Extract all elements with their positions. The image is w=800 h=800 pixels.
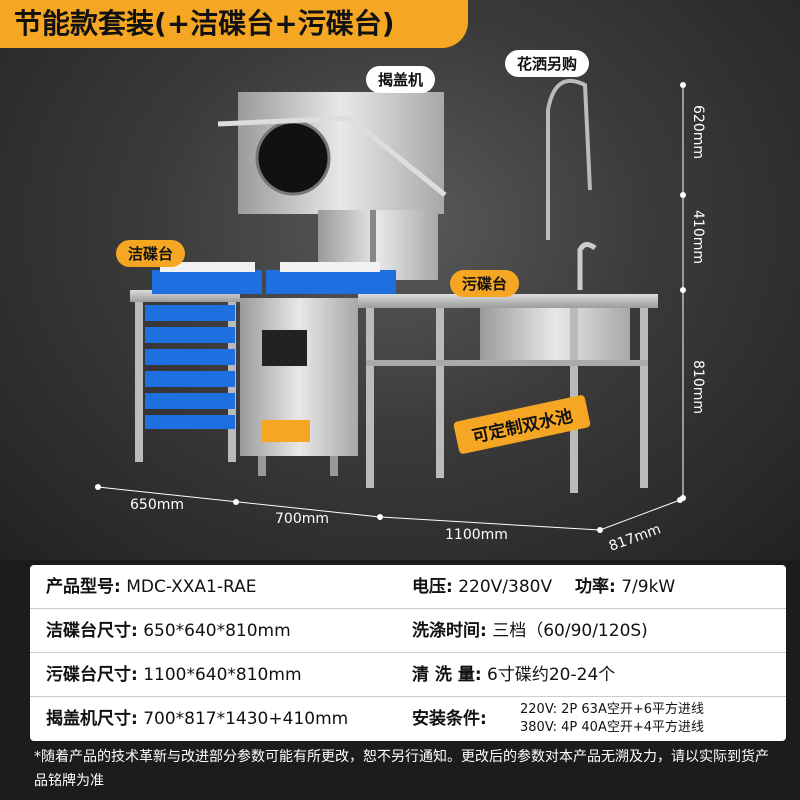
- power-label: 功率:: [575, 577, 616, 597]
- lid-size-label: 揭盖机尺寸:: [46, 709, 138, 729]
- clean-table-baskets: [145, 305, 235, 429]
- dim-height-top: 620mm: [690, 105, 706, 159]
- control-panel: [262, 330, 307, 366]
- footnote: *随着产品的技术革新与改进部分参数可能有所更改，恕不另行通知。更改后的参数对本产…: [34, 749, 769, 789]
- tag-shower: 花洒另购: [505, 50, 590, 77]
- dirty-table-top: [358, 294, 658, 308]
- dirty-size-label: 污碟台尺寸:: [46, 665, 138, 685]
- dim-height-bottom: 810mm: [690, 360, 706, 414]
- dim-width-dirty: 1100mm: [445, 527, 508, 543]
- model-value: MDC-XXA1-RAE: [126, 577, 257, 597]
- lid-handle: [217, 115, 447, 197]
- hood-window: [255, 120, 331, 196]
- dirty-size-value: 1100*640*810mm: [143, 665, 302, 685]
- spec-table: 产品型号: MDC-XXA1-RAE 电压: 220V/380V 功率: 7/9…: [30, 565, 786, 741]
- wash-time-value: 三档（60/90/120S): [492, 621, 648, 641]
- spec-row: 揭盖机尺寸: 700*817*1430+410mm 安装条件: 220V: 2P…: [30, 697, 786, 741]
- tag-clean-table: 洁碟台: [116, 240, 186, 267]
- model-label: 产品型号:: [46, 577, 121, 597]
- install-label: 安装条件:: [412, 709, 487, 729]
- lid-size-value: 700*817*1430+410mm: [143, 709, 349, 729]
- faucet: [577, 242, 597, 290]
- install-line-380: 380V: 4P 40A空开+4平方进线: [520, 720, 704, 735]
- page-title: 节能款套装(+洁碟台+污碟台): [0, 0, 468, 48]
- wash-time-label: 洗涤时间:: [412, 621, 487, 641]
- top-basket-right: [266, 270, 396, 294]
- dim-width-clean: 650mm: [130, 497, 184, 513]
- voltage-value: 220V/380V: [458, 577, 553, 597]
- capacity-value: 6寸碟约20-24个: [487, 665, 616, 685]
- install-line-220: 220V: 2P 63A空开+6平方进线: [520, 702, 704, 717]
- voltage-label: 电压:: [412, 577, 453, 597]
- power-value: 7/9kW: [621, 577, 676, 597]
- spec-row: 洁碟台尺寸: 650*640*810mm 洗涤时间: 三档（60/90/120S…: [30, 609, 786, 653]
- top-basket-left: [152, 270, 262, 294]
- capacity-label: 清 洗 量:: [412, 665, 482, 685]
- sink-basin: [480, 308, 630, 364]
- dim-width-machine: 700mm: [275, 511, 329, 527]
- dim-height-mid: 410mm: [690, 210, 706, 264]
- install-conditions: 220V: 2P 63A空开+6平方进线 380V: 4P 40A空开+4平方进…: [520, 701, 704, 737]
- clean-size-label: 洁碟台尺寸:: [46, 621, 138, 641]
- tag-lid-machine: 揭盖机: [366, 66, 436, 93]
- tag-dirty-table: 污碟台: [450, 270, 520, 297]
- spec-row: 污碟台尺寸: 1100*640*810mm 清 洗 量: 6寸碟约20-24个: [30, 653, 786, 697]
- clean-size-value: 650*640*810mm: [143, 621, 291, 641]
- spec-row: 产品型号: MDC-XXA1-RAE 电压: 220V/380V 功率: 7/9…: [30, 565, 786, 609]
- machine-badge: [262, 420, 310, 442]
- dishwasher-set-illustration: [95, 79, 686, 533]
- pre-rinse-spray-arm: [546, 79, 592, 240]
